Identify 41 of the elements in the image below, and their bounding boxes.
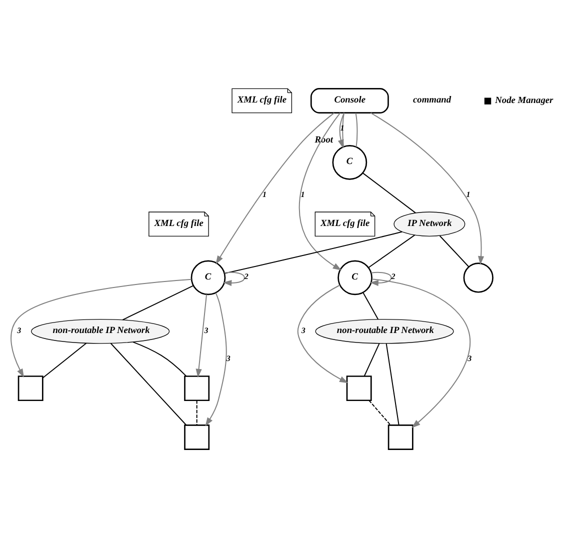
arrow [10,278,192,378]
arrow [196,294,208,378]
arrow [297,284,348,384]
node-box [184,376,210,402]
legend-label: Node Manager [495,96,554,106]
node-box [184,424,210,450]
node-box [18,376,44,402]
node-circle: C [332,145,368,180]
connector [368,234,416,268]
connector [362,292,378,320]
node-ellipse: non-routable IP Network [315,318,454,344]
connector [362,172,416,214]
node-label: Root [314,135,334,146]
arrow [338,112,345,148]
node-circle [463,262,494,293]
node-circle: C [338,260,372,296]
node-ellipse: IP Network [394,212,466,236]
node-circle: C [190,260,226,296]
connector [110,343,186,426]
connector [122,285,194,320]
arrow [372,278,470,428]
connector [342,112,344,147]
connector [224,231,402,274]
connector [355,112,358,147]
node-box: Console [310,88,389,114]
connector [386,344,400,426]
arrow [299,112,342,270]
node-box [388,424,414,450]
node-box [346,376,372,402]
connector [368,400,392,426]
connector [196,400,198,426]
connector [364,343,380,376]
arrow [222,272,245,286]
connector [42,342,87,378]
arrow [216,112,334,264]
connector [132,342,187,376]
connector [439,236,470,268]
arrow [370,272,392,286]
arrow [205,292,227,426]
label: command [413,96,452,106]
node-ellipse: non-routable IP Network [31,318,170,344]
